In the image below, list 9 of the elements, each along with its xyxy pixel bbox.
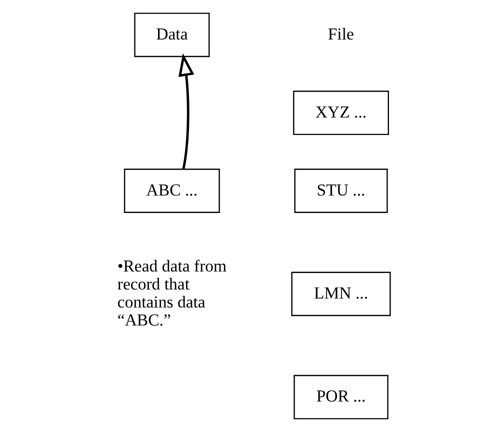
arrow — [178, 53, 194, 169]
node-box: POR ... — [294, 374, 388, 420]
node-box: Data — [134, 12, 210, 58]
node-box: ABC ... — [124, 168, 220, 213]
label: File — [328, 24, 354, 44]
label: •Read data from record that contains data “ABC.” — [117, 256, 227, 330]
node-box: STU ... — [294, 168, 388, 213]
node-box: LMN ... — [291, 272, 391, 316]
node-box: XYZ ... — [293, 90, 389, 136]
